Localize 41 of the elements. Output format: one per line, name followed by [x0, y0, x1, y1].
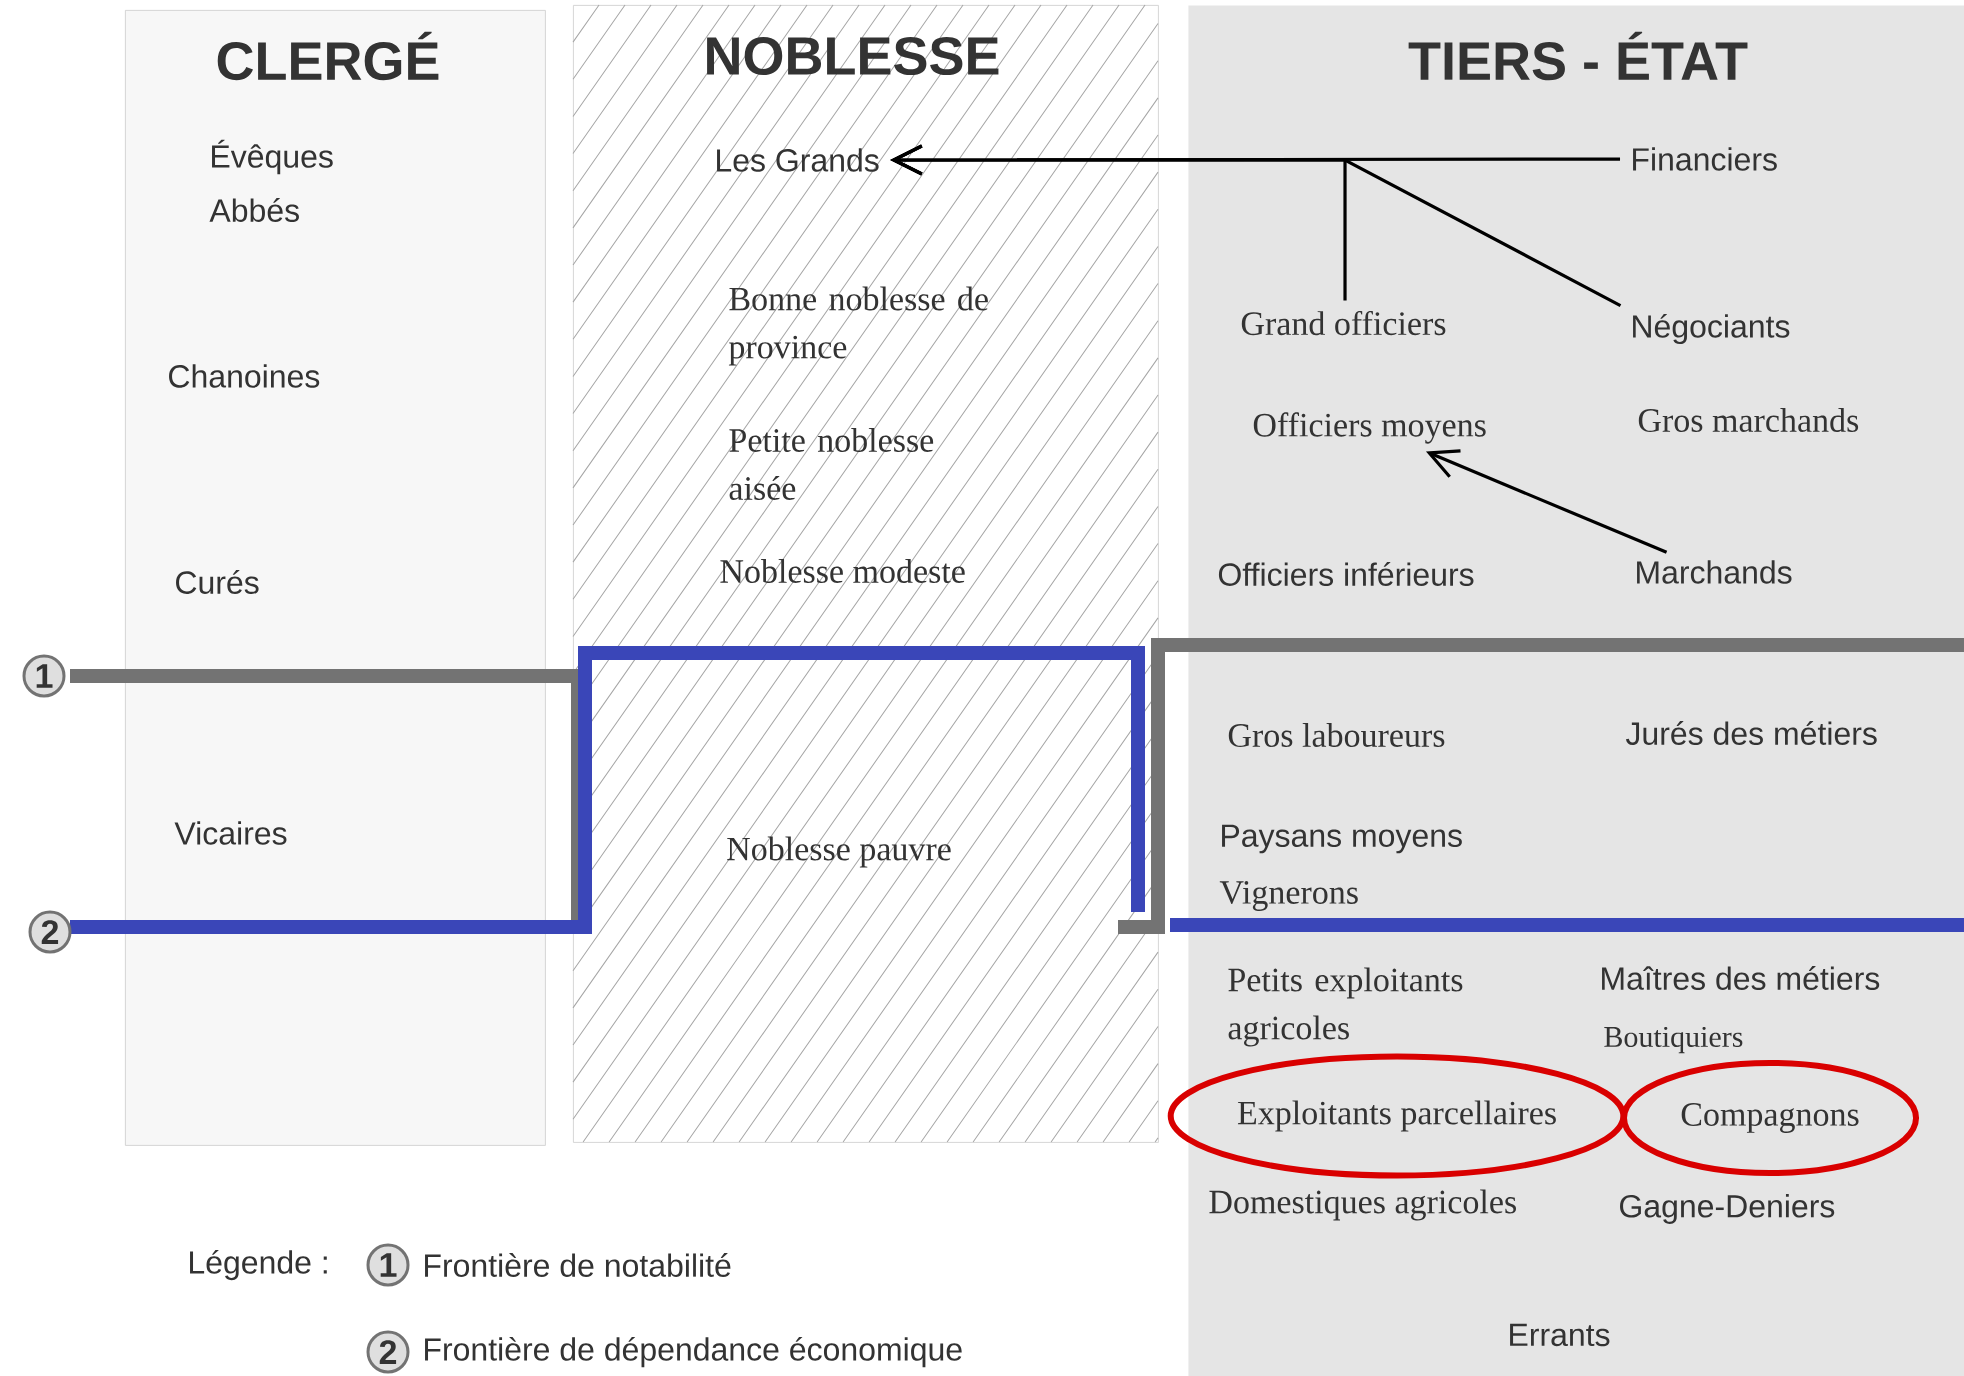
column-heading: TIERS - ÉTAT — [1408, 31, 1748, 81]
group-label: Noblesse modeste — [720, 559, 965, 583]
group-label: Officiers inférieurs — [1218, 562, 1474, 586]
group-label: Grand officiers — [1241, 310, 1446, 336]
group-label: Vicaires — [174, 821, 287, 845]
group-label: Noblesse pauvre — [727, 836, 951, 868]
legend-text: Frontière de notabilité — [425, 1253, 731, 1277]
group-label: Chanoines — [169, 364, 320, 388]
group-label: Maîtres des métiers — [1602, 966, 1880, 990]
arrow — [890, 144, 1622, 308]
group-label: Abbés — [209, 198, 299, 222]
legend-text: Frontière de dépendance économique — [425, 1336, 962, 1368]
column-heading: CLERGÉ — [217, 31, 439, 81]
group-label: Les Grands — [717, 148, 879, 172]
circled-number: 2 — [366, 1330, 410, 1374]
circled-group: Compagnons — [1621, 1060, 1920, 1176]
group-label: Marchands — [1637, 560, 1792, 584]
circled-number: 1 — [22, 654, 66, 698]
group-label: Boutiquiers — [1604, 1026, 1743, 1054]
circled-number: 2 — [28, 910, 72, 954]
circled-number: 1 — [366, 1243, 410, 1287]
group-label: Petite noblesse aisée — [729, 428, 934, 500]
group-label: Évêques — [212, 139, 333, 175]
group-label: Domestiques agricoles — [1209, 1189, 1516, 1221]
group-label: Jurés des métiers — [1625, 721, 1877, 745]
group-label: Errants — [1510, 1323, 1610, 1347]
circled-group: Exploitants parcellaires — [1167, 1053, 1627, 1179]
group-label: Gros marchands — [1638, 408, 1859, 432]
arrow — [1425, 449, 1668, 554]
group-label: Gros laboureurs — [1228, 723, 1445, 747]
group-label: Petits exploitants agricoles — [1228, 967, 1463, 1047]
legend-title: Légende : — [190, 1249, 327, 1281]
group-label: Officiers moyens — [1253, 412, 1486, 444]
group-label: Paysans moyens — [1222, 824, 1462, 854]
group-label: Gagne-Deniers — [1620, 1194, 1835, 1224]
group-label: Curés — [176, 570, 259, 594]
column-heading: NOBLESSE — [707, 36, 999, 76]
group-label: Négociants — [1633, 313, 1790, 345]
group-label: Vignerons — [1219, 881, 1358, 911]
group-label: Bonne noblesse de province — [728, 286, 988, 366]
group-label: Financiers — [1633, 147, 1777, 171]
